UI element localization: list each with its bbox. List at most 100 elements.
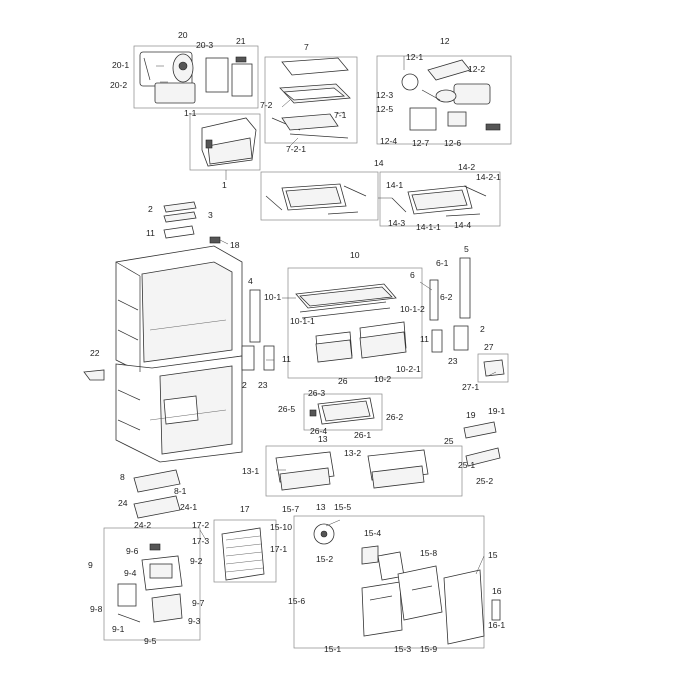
label-10-1-1: 10-1-1 — [290, 316, 315, 326]
label-7-2-1: 7-2-1 — [286, 144, 306, 154]
label-12-7: 12-7 — [412, 138, 429, 148]
label-27-1: 27-1 — [462, 382, 479, 392]
label-19-1: 19-1 — [488, 406, 505, 416]
label-13-2: 13-2 — [344, 448, 361, 458]
label-15-9: 15-9 — [420, 644, 437, 654]
label-9-5: 9-5 — [144, 636, 157, 646]
label-25-1: 25-1 — [458, 460, 475, 470]
label-9-6: 9-6 — [126, 546, 139, 556]
label-15-8: 15-8 — [420, 548, 437, 558]
part-labels: 20 20-1 20-2 20-3 21 7 7-2 7-1 7-2-1 12 … — [88, 30, 505, 654]
label-15-10: 15-10 — [270, 522, 292, 532]
label-15-2: 15-2 — [316, 554, 333, 564]
label-12-6: 12-6 — [444, 138, 461, 148]
label-20-3: 20-3 — [196, 40, 213, 50]
label-9-8: 9-8 — [90, 604, 103, 614]
label-15-5: 15-5 — [334, 502, 351, 512]
label-1: 1 — [222, 180, 227, 190]
label-10-2: 10-2 — [374, 374, 391, 384]
label-2-top: 2 — [148, 204, 153, 214]
group-1-ice-bucket — [189, 113, 261, 171]
label-12-3: 12-3 — [376, 90, 393, 100]
label-6-2: 6-2 — [440, 292, 453, 302]
parts-8-24 — [133, 469, 181, 519]
label-11-right: 11 — [420, 334, 429, 344]
label-11-top: 11 — [146, 228, 155, 238]
label-15: 15 — [488, 550, 498, 560]
group-14-shelf — [260, 171, 501, 227]
label-14-2: 14-2 — [458, 162, 475, 172]
label-15-6: 15-6 — [288, 596, 305, 606]
label-3: 3 — [208, 210, 213, 220]
label-16-1: 16-1 — [488, 620, 505, 630]
label-15-4: 15-4 — [364, 528, 381, 538]
group-13-drawers — [265, 445, 463, 497]
label-14-2-1: 14-2-1 — [476, 172, 501, 182]
label-6: 6 — [410, 270, 415, 280]
label-24-2: 24-2 — [134, 520, 151, 530]
label-20-1: 20-1 — [112, 60, 129, 70]
label-4: 4 — [248, 276, 253, 286]
label-9-2: 9-2 — [190, 556, 203, 566]
label-14-1: 14-1 — [386, 180, 403, 190]
label-15-3: 15-3 — [394, 644, 411, 654]
label-12-4: 12-4 — [380, 136, 397, 146]
label-8: 8 — [120, 472, 125, 482]
label-7: 7 — [304, 42, 309, 52]
label-25-2: 25-2 — [476, 476, 493, 486]
label-8-1: 8-1 — [174, 486, 187, 496]
label-20: 20 — [178, 30, 188, 40]
label-11-mid: 11 — [282, 354, 291, 364]
label-9: 9 — [88, 560, 93, 570]
main-cabinet-liner — [115, 245, 243, 463]
label-27: 27 — [484, 342, 494, 352]
label-15-1: 15-1 — [324, 644, 341, 654]
small-parts-2-3-11-18 — [163, 201, 221, 244]
label-14-1-1: 14-1-1 — [416, 222, 441, 232]
label-12-1: 12-1 — [406, 52, 423, 62]
label-5: 5 — [464, 244, 469, 254]
label-26-5: 26-5 — [278, 404, 295, 414]
label-13b: 13 — [316, 502, 326, 512]
label-13: 13 — [318, 434, 328, 444]
label-6-1: 6-1 — [436, 258, 449, 268]
label-9-4: 9-4 — [124, 568, 137, 578]
part-22-bracket — [83, 369, 105, 381]
label-2-right: 2 — [480, 324, 485, 334]
group-20-ice-maker — [133, 45, 259, 109]
group-15-rear-panel — [293, 515, 485, 649]
rails-4-5-6 — [241, 257, 471, 371]
label-10-1-2: 10-1-2 — [400, 304, 425, 314]
part-16 — [491, 599, 501, 621]
label-26-3: 26-3 — [308, 388, 325, 398]
label-25: 25 — [444, 436, 454, 446]
label-14: 14 — [374, 158, 384, 168]
label-10-2-1: 10-2-1 — [396, 364, 421, 374]
label-26-2: 26-2 — [386, 412, 403, 422]
label-1-1: 1-1 — [184, 108, 197, 118]
group-10-crisper-cover — [287, 267, 423, 379]
parts-19-25 — [463, 421, 501, 467]
label-22: 22 — [90, 348, 100, 358]
label-17-3: 17-3 — [192, 536, 209, 546]
label-20-2: 20-2 — [110, 80, 127, 90]
label-26: 26 — [338, 376, 348, 386]
label-2-mid: 2 — [242, 380, 247, 390]
label-14-3: 14-3 — [388, 218, 405, 228]
group-12-auger — [376, 55, 512, 145]
label-10-1: 10-1 — [264, 292, 281, 302]
label-9-1: 9-1 — [112, 624, 125, 634]
label-19: 19 — [466, 410, 476, 420]
label-9-7: 9-7 — [192, 598, 205, 608]
label-14-4: 14-4 — [454, 220, 471, 230]
label-23-mid: 23 — [258, 380, 268, 390]
label-13-1: 13-1 — [242, 466, 259, 476]
label-17: 17 — [240, 504, 250, 514]
group-7-shelf — [264, 56, 358, 144]
label-10: 10 — [350, 250, 360, 260]
label-18: 18 — [230, 240, 240, 250]
label-7-1: 7-1 — [334, 110, 347, 120]
label-9-3: 9-3 — [188, 616, 201, 626]
